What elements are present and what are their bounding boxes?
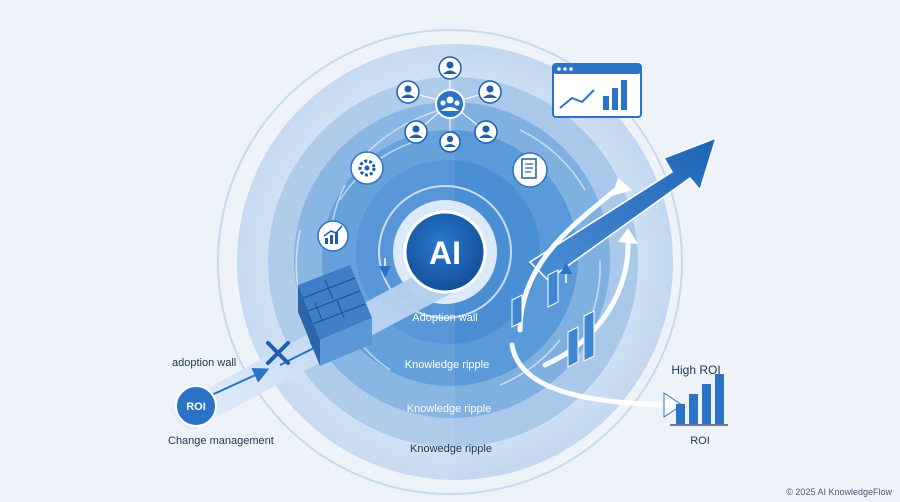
high-roi-label: High ROI [671, 363, 720, 377]
blocked-x-icon [266, 341, 290, 365]
beam-arrow-1 [204, 368, 270, 399]
curved-arrow-head-3 [663, 392, 683, 418]
roi-badge-label: ROI [186, 401, 206, 413]
person-icon [404, 120, 428, 144]
curved-arrow-head-2 [618, 228, 638, 244]
team-icon [435, 89, 465, 119]
person-icon [438, 56, 462, 80]
ring-label-adoption-wall: Adoption wall [412, 312, 477, 324]
roi-label: ROI [690, 435, 710, 447]
person-icon [396, 80, 420, 104]
rising-bars [511, 269, 595, 368]
roi-badge [175, 385, 217, 427]
ripple-curved-arrows [509, 185, 663, 408]
people-network [396, 56, 502, 153]
roi-bar [702, 384, 711, 424]
adoption-wall-label: adoption wall [172, 357, 236, 369]
outer-halo-ring [217, 29, 683, 495]
roi-bar-chart [670, 374, 728, 426]
person-icon [439, 131, 461, 153]
ai-core-label: AI [429, 235, 461, 271]
gear-icon [350, 151, 384, 185]
document-icon [512, 152, 548, 188]
person-icon [474, 120, 498, 144]
ring-label-ripple-2: Knowledge ripple [407, 403, 491, 415]
copyright-text: © 2025 AI KnowledgeFlow [786, 487, 892, 497]
analytics-dashboard-icon [552, 63, 642, 118]
brick-wall-icon [298, 265, 372, 366]
ring-label-ripple-1: Knowledge ripple [405, 359, 489, 371]
roi-bar [715, 374, 724, 424]
roi-bar [676, 404, 685, 424]
core-glow-ring [378, 185, 512, 319]
person-icon [478, 80, 502, 104]
growth-chart-icon [317, 220, 349, 252]
ring-label-ripple-3: Knowedge ripple [410, 443, 492, 455]
ai-core [403, 210, 487, 294]
curved-arrow-head-1 [612, 178, 632, 196]
change-management-label: Change management [168, 435, 274, 447]
roi-bar [689, 394, 698, 424]
